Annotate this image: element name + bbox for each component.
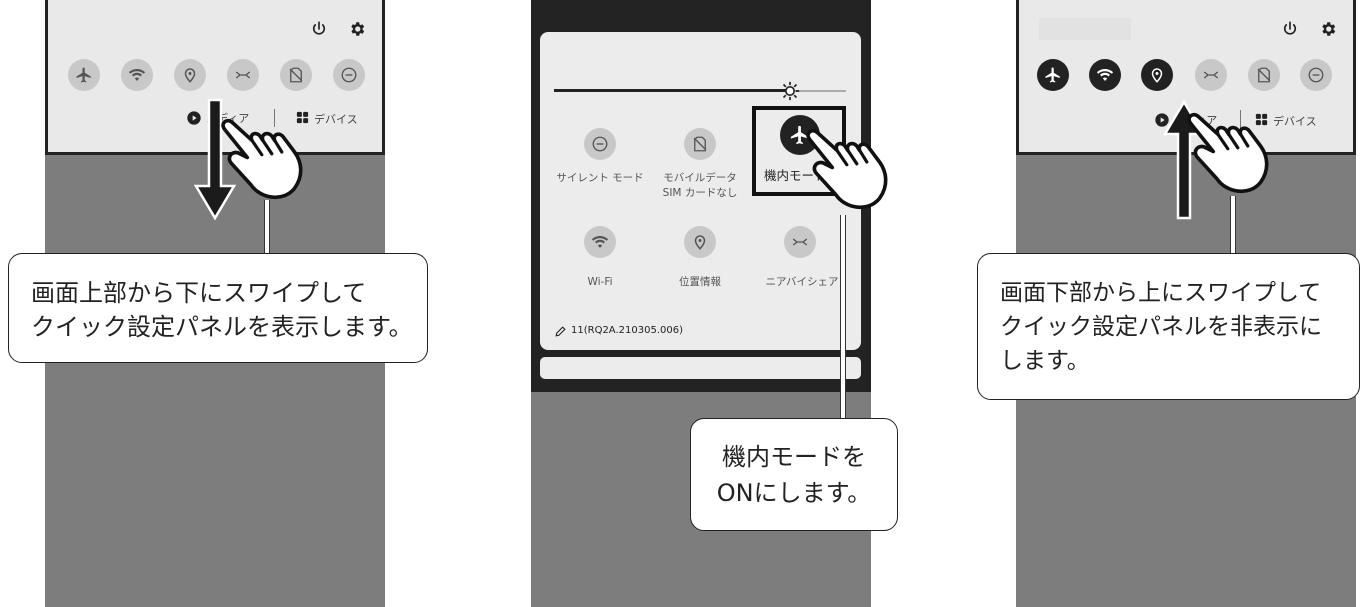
- gear-icon[interactable]: [1319, 20, 1337, 38]
- dnd-tile[interactable]: [1300, 59, 1332, 91]
- tile-label: 機内モード: [764, 168, 827, 183]
- location-tile[interactable]: [684, 226, 716, 258]
- airplane-icon: [1044, 66, 1062, 84]
- no-sim-icon: [691, 135, 709, 153]
- panel1-quick-settings: メディア デバイス: [45, 0, 385, 155]
- device-label[interactable]: デバイス: [314, 113, 358, 126]
- panel2-callout: 機内モードを ONにします。: [690, 418, 898, 531]
- tile-label: モバイルデータ: [663, 172, 737, 184]
- dnd-icon: [340, 66, 358, 84]
- nearby-share-tile[interactable]: [784, 226, 816, 258]
- wifi-icon: [128, 66, 146, 84]
- mobile-data-tile[interactable]: [684, 128, 716, 160]
- callout-line: クイック設定パネルを表示します。: [31, 313, 413, 341]
- location-tile[interactable]: [174, 59, 206, 91]
- hand-pointer-icon: [210, 112, 310, 212]
- power-icon[interactable]: [310, 20, 328, 38]
- callout-line: します。: [1000, 348, 1090, 374]
- location-icon: [181, 66, 199, 84]
- callout-line: 画面下部から上にスワイプして: [1000, 280, 1322, 306]
- airplane-tile[interactable]: [68, 59, 100, 91]
- nearby-share-tile[interactable]: [227, 59, 259, 91]
- wifi-tile[interactable]: [1089, 59, 1121, 91]
- tile-label: 位置情報: [679, 276, 721, 288]
- callout-line: 機内モードを: [722, 443, 866, 471]
- nearby-share-icon: [234, 66, 252, 84]
- tile-label: ニアバイシェア: [765, 276, 839, 288]
- tile-label: Wi-Fi: [587, 276, 613, 288]
- airplane-tile[interactable]: [1037, 59, 1069, 91]
- no-sim-tile[interactable]: [1248, 59, 1280, 91]
- location-icon: [691, 233, 709, 251]
- callout-line: 画面上部から下にスワイプして: [31, 279, 367, 307]
- wifi-tile[interactable]: [121, 59, 153, 91]
- airplane-icon: [75, 66, 93, 84]
- status-placeholder: [1039, 18, 1131, 40]
- callout-connector: [1230, 196, 1236, 256]
- nearby-share-icon: [791, 233, 809, 251]
- gear-icon[interactable]: [348, 20, 366, 38]
- dnd-icon: [1307, 66, 1325, 84]
- swipe-down-arrow-icon: [193, 98, 237, 221]
- nearby-share-tile[interactable]: [1195, 59, 1227, 91]
- edit-icon[interactable]: [554, 325, 567, 338]
- wifi-icon: [1096, 66, 1114, 84]
- tile-sublabel: SIM カードなし: [662, 187, 738, 199]
- callout-connector: [840, 215, 846, 421]
- brightness-icon[interactable]: [780, 81, 800, 101]
- dnd-tile[interactable]: [333, 59, 365, 91]
- power-icon[interactable]: [1281, 20, 1299, 38]
- build-number: 11(RQ2A.210305.006): [571, 325, 683, 336]
- nearby-share-icon: [1202, 66, 1220, 84]
- wifi-icon: [591, 233, 609, 251]
- panel3-callout: 画面下部から上にスワイプして クイック設定パネルを非表示に します。: [977, 253, 1360, 400]
- device-label[interactable]: デバイス: [1273, 115, 1317, 128]
- tile-label: サイレント モード: [556, 172, 644, 184]
- panel1-callout: 画面上部から下にスワイプして クイック設定パネルを表示します。: [8, 253, 428, 363]
- location-icon: [1148, 66, 1166, 84]
- hand-pointer-icon: [1176, 106, 1276, 206]
- divider: [1240, 110, 1241, 128]
- no-sim-tile[interactable]: [280, 59, 312, 91]
- callout-line: ONにします。: [716, 479, 872, 507]
- wifi-tile[interactable]: [584, 226, 616, 258]
- no-sim-icon: [287, 66, 305, 84]
- callout-line: クイック設定パネルを非表示に: [1000, 314, 1322, 340]
- divider: [274, 109, 275, 127]
- no-sim-icon: [1255, 66, 1273, 84]
- panel2-expanded-quick-settings: サイレント モード モバイルデータ SIM カードなし 機内モード Wi-Fi …: [540, 32, 861, 350]
- location-tile[interactable]: [1141, 59, 1173, 91]
- dnd-tile[interactable]: [584, 128, 616, 160]
- hand-pointer-icon: [795, 122, 895, 222]
- brightness-slider-fill: [554, 89, 790, 92]
- panel2-notification-bar: [540, 357, 861, 379]
- callout-connector: [264, 200, 270, 256]
- dnd-icon: [591, 135, 609, 153]
